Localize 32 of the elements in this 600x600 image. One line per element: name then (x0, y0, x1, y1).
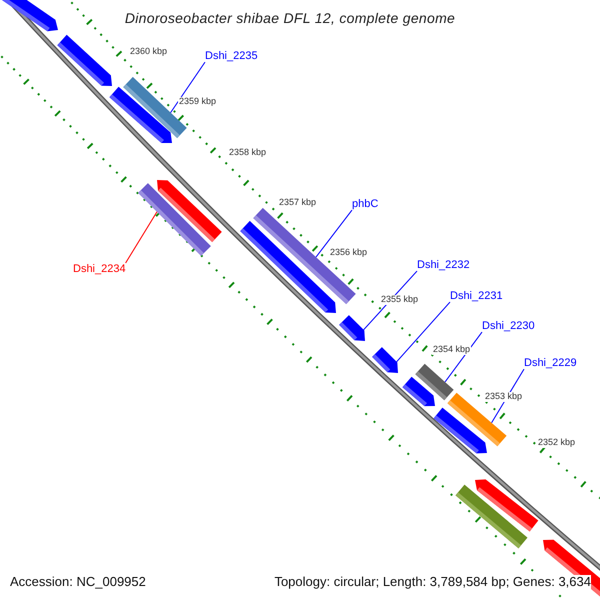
scale-label: 2359 kbp (178, 97, 218, 107)
gene-feature (402, 376, 435, 406)
gene-feature (434, 408, 487, 454)
leader-line (396, 302, 450, 362)
gene-label: Dshi_2232 (417, 259, 470, 272)
gene-label: phbC (352, 198, 378, 210)
scale-label: 2352 kbp (537, 438, 576, 448)
scale-label: 2354 kbp (432, 345, 472, 355)
leader-line (316, 210, 352, 258)
scale-label: 2360 kbp (129, 47, 168, 57)
genome-info-text: Topology: circular; Length: 3,789,584 bp; Genes: 3,634 (274, 575, 591, 590)
gene-label: Dshi_2231 (450, 290, 503, 302)
accession-text: Accession: NC_009952 (10, 575, 146, 590)
gene-label: Dshi_2230 (482, 320, 535, 332)
gene-feature (138, 183, 211, 256)
leader-line (444, 332, 482, 382)
leader-line (125, 211, 158, 264)
gene-label: Dshi_2234 (73, 263, 126, 276)
gene-feature (456, 484, 528, 548)
gene-feature (372, 347, 398, 373)
genome-title: Dinoroseobacter shibae DFL 12, complete genome (124, 10, 456, 26)
gene-feature (0, 0, 58, 32)
scale-label: 2358 kbp (228, 148, 268, 158)
scale-label: 2357 kbp (278, 198, 318, 208)
leader-line (170, 62, 206, 114)
gene-feature (57, 34, 112, 86)
scale-label: 2356 kbp (329, 248, 368, 258)
scale-label: 2355 kbp (380, 295, 420, 305)
gene-label: Dshi_2229 (524, 357, 577, 370)
gene-label: Dshi_2235 (205, 50, 258, 62)
gene-feature (339, 315, 365, 341)
scale-label: 2353 kbp (484, 392, 524, 402)
